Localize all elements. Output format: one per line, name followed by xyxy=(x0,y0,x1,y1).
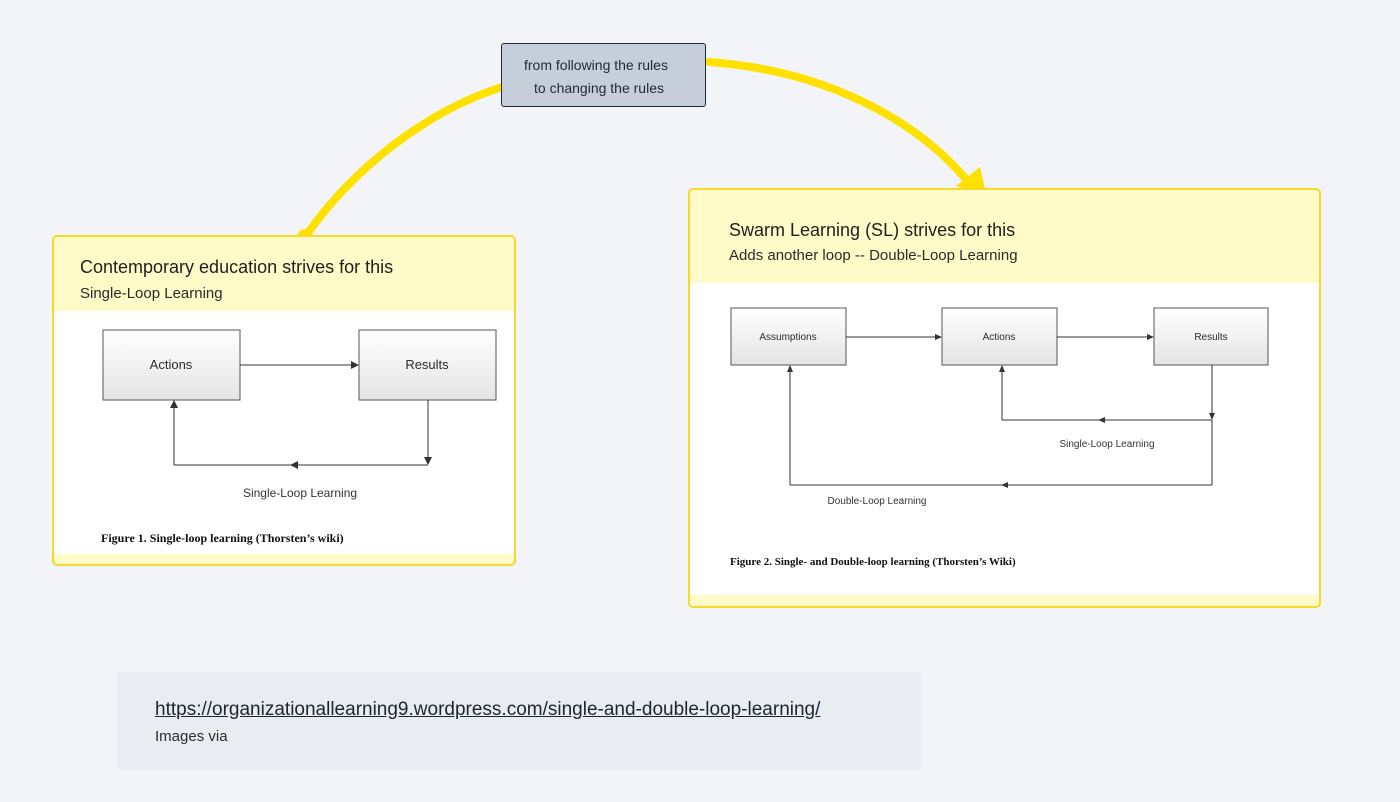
assumptions-label: Assumptions xyxy=(759,332,816,343)
single-loop-label: Single-Loop Learning xyxy=(1059,439,1154,450)
note-line-2: to changing the rules xyxy=(534,80,664,96)
results-box xyxy=(358,329,497,401)
arrow-note-to-right xyxy=(705,58,969,182)
image-source: https://organizationallearning9.wordpres… xyxy=(117,672,921,770)
results-label: Results xyxy=(1194,332,1227,343)
transition-note: from following the rules to changing the… xyxy=(501,43,706,107)
actions-label: Actions xyxy=(983,332,1016,343)
figure-double-loop: Assumptions Actions Results Single-Loop … xyxy=(690,283,1319,595)
assumptions-box xyxy=(730,307,847,366)
figure-caption: Figure 1. Single-loop learning (Thorsten… xyxy=(101,531,344,545)
source-link[interactable]: https://organizationallearning9.wordpres… xyxy=(155,699,821,720)
source-caption: Images via xyxy=(155,728,228,745)
actions-box xyxy=(941,307,1058,366)
figure-caption: Figure 2. Single- and Double-loop learni… xyxy=(730,556,1016,568)
note-line-1: from following the rules xyxy=(524,57,668,73)
results-box xyxy=(1153,307,1269,366)
single-loop-diagram: Actions Results Single-Loop Learning Fig… xyxy=(101,329,497,545)
card-subtitle: Adds another loop -- Double-Loop Learnin… xyxy=(729,247,1018,264)
card-subtitle: Single-Loop Learning xyxy=(80,285,223,302)
single-loop-label: Single-Loop Learning xyxy=(243,486,357,500)
double-loop-diagram: Assumptions Actions Results Single-Loop … xyxy=(730,307,1269,568)
actions-label: Actions xyxy=(150,357,193,372)
card-title: Swarm Learning (SL) strives for this xyxy=(729,220,1016,240)
results-label: Results xyxy=(405,357,449,372)
actions-box xyxy=(102,329,241,401)
card-title: Contemporary education strives for this xyxy=(80,257,394,277)
double-loop-label: Double-Loop Learning xyxy=(828,496,927,507)
card-single-loop: Contemporary education strives for this … xyxy=(52,235,516,566)
arrow-left-to-note xyxy=(301,83,506,241)
card-double-loop: Swarm Learning (SL) strives for this Add… xyxy=(688,188,1321,608)
figure-single-loop: Actions Results Single-Loop Learning Fig… xyxy=(54,311,514,554)
